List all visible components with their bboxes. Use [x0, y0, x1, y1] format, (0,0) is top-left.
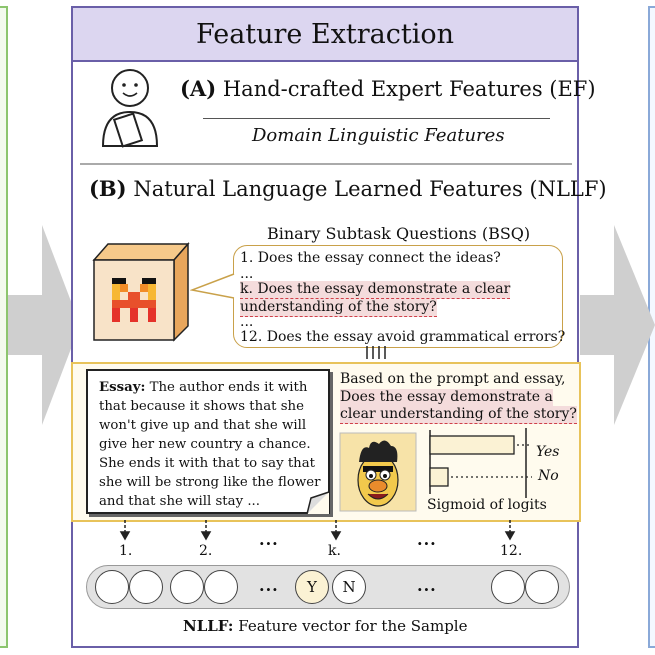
flow-arrow-right-icon: [580, 225, 655, 425]
sigmoid-bar-chart: [429, 428, 532, 498]
previous-panel-edge: [0, 6, 8, 648]
prompt-line-1: Based on the prompt and essay,: [340, 371, 566, 387]
essay-line-6: she will be strong like the flower: [99, 475, 321, 490]
no-probability-bar: [429, 467, 449, 487]
section-separator: [80, 163, 572, 165]
essay-line-5: She ends it with that to say that: [99, 456, 316, 471]
section-a-subtitle: Domain Linguistic Features: [252, 125, 505, 146]
no-label: No: [538, 468, 559, 484]
section-a-divider: [203, 118, 550, 119]
essay-line-1: Essay: The author ends it with: [99, 380, 307, 395]
panel-title: Feature Extraction: [73, 8, 577, 62]
vector-ellipsis-2: ...: [417, 530, 437, 549]
yes-probability-bar: [429, 435, 515, 455]
bsq-question-1: 1. Does the essay connect the ideas?: [240, 250, 501, 266]
vector-index-12: 12.: [500, 543, 523, 559]
sigmoid-caption: Sigmoid of logits: [427, 497, 547, 513]
section-b-text: Natural Language Learned Features (NLLF): [133, 177, 607, 201]
essay-label: Essay:: [99, 380, 146, 395]
vector-node: [129, 570, 163, 604]
vector-ellipsis-3: ...: [259, 576, 279, 595]
expert-person-icon: [101, 69, 159, 148]
bsq-title: Binary Subtask Questions (BSQ): [267, 224, 531, 243]
section-a-title: (A) Hand-crafted Expert Features (EF): [180, 76, 596, 101]
vector-node-yes: Y: [295, 570, 329, 604]
vector-node: [491, 570, 525, 604]
yes-label: Yes: [536, 444, 560, 460]
bert-model-icon: [339, 432, 417, 512]
vector-index-2: 2.: [199, 543, 213, 559]
bsq-question-k: k. Does the essay demonstrate a clear: [240, 281, 511, 299]
feature-vector-bar: [86, 565, 570, 609]
bsq-question-k-cont: understanding of the story?: [240, 299, 437, 317]
prompt-line-2: Does the essay demonstrate a: [340, 389, 553, 407]
flow-arrow-left-icon: [8, 225, 80, 425]
down-arrows-icon: [119, 520, 516, 541]
essay-line-4: give her new country a chance.: [99, 437, 311, 452]
vector-node: [95, 570, 129, 604]
vector-caption: NLLF: Feature vector for the Sample: [183, 617, 467, 635]
vector-index-k: k.: [328, 543, 341, 559]
vector-ellipsis-4: ...: [417, 576, 437, 595]
essay-box: [86, 369, 330, 514]
connector-comb-icon: [366, 346, 386, 359]
vector-node-no: N: [332, 570, 366, 604]
vector-node: [204, 570, 238, 604]
section-a-label: (A): [180, 76, 217, 101]
section-b-title: (B) Natural Language Learned Features (N…: [89, 176, 607, 201]
section-a-text: Hand-crafted Expert Features (EF): [222, 77, 596, 101]
section-b-label: (B): [89, 176, 127, 201]
essay-line-7: and that she will stay ...: [99, 494, 260, 509]
essay-line-3: won't give up and that she will: [99, 418, 307, 433]
essay-line-2: that because it shows that she: [99, 399, 304, 414]
prompt-line-3: clear understanding of the story?: [340, 406, 577, 424]
page-curl-icon: [306, 491, 330, 515]
vector-node: [525, 570, 559, 604]
bubble-tail-icon: [190, 273, 235, 299]
bsq-question-12: 12. Does the essay avoid grammatical err…: [240, 329, 566, 345]
llm-model-cube-icon: [92, 242, 190, 342]
vector-index-1: 1.: [119, 543, 133, 559]
essay-line-1-text: The author ends it with: [149, 380, 308, 395]
vector-ellipsis-1: ...: [259, 530, 279, 549]
bsq-ellipsis: ...: [240, 266, 254, 282]
bsq-ellipsis-2: ...: [240, 314, 254, 330]
vector-caption-label: NLLF:: [183, 617, 234, 635]
vector-node: [170, 570, 204, 604]
vector-caption-text: Feature vector for the Sample: [233, 617, 468, 635]
